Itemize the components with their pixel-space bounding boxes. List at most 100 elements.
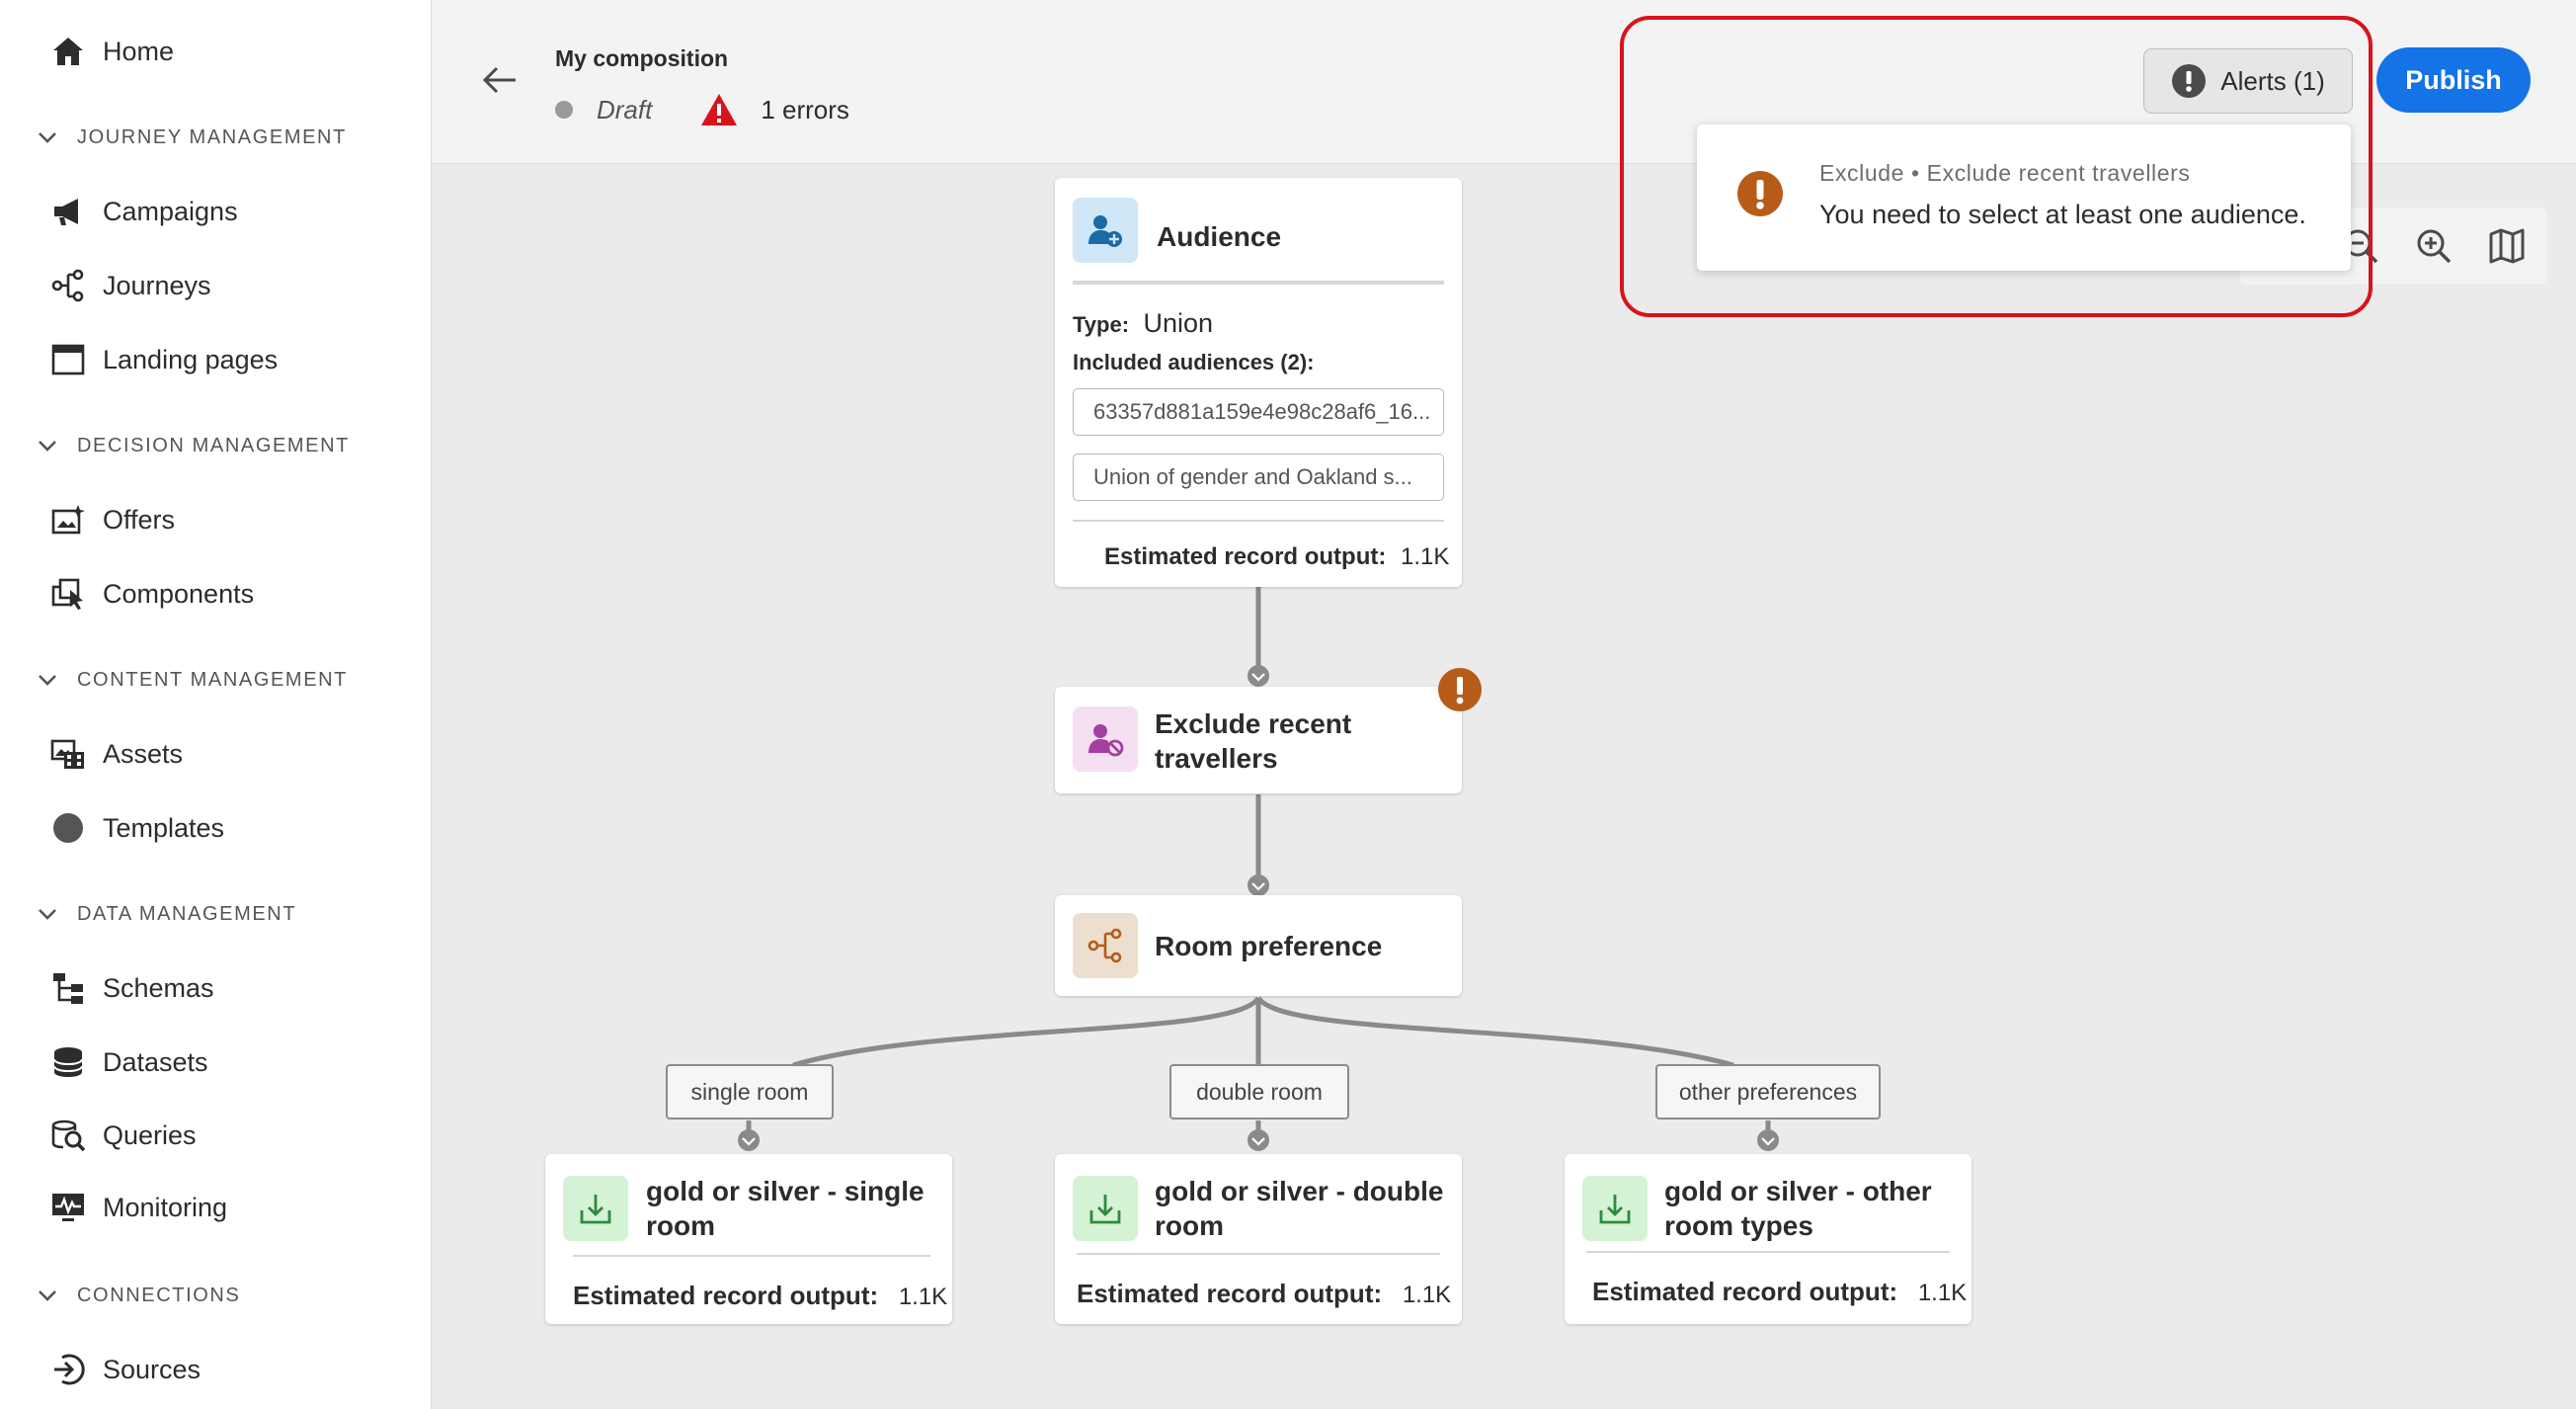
back-button[interactable] <box>477 57 523 103</box>
section-connections[interactable]: CONNECTIONS <box>36 1276 240 1315</box>
query-icon <box>49 1117 87 1154</box>
home-icon <box>49 33 87 70</box>
exclude-node[interactable]: Exclude recent travellers <box>1055 687 1462 793</box>
section-content-management[interactable]: CONTENT MANAGEMENT <box>36 660 348 700</box>
est-label: Estimated record output: <box>1592 1277 1898 1306</box>
split-node[interactable]: Room preference <box>1055 895 1462 996</box>
alerts-popover: Exclude • Exclude recent travellers You … <box>1697 124 2351 271</box>
est-label: Estimated record output: <box>1077 1279 1383 1308</box>
sidebar-item-label: Schemas <box>103 972 214 1003</box>
sidebar-item-campaigns[interactable]: Campaigns <box>49 184 238 239</box>
estimated-record-output: Estimated record output: 1.1K <box>573 1281 947 1311</box>
section-label: DATA MANAGEMENT <box>77 902 297 925</box>
page-title: My composition <box>555 45 729 71</box>
divider <box>1073 520 1444 522</box>
edge-label-other-preferences[interactable]: other preferences <box>1655 1064 1881 1119</box>
sidebar-item-schemas[interactable]: Schemas <box>49 960 214 1016</box>
edge-label-single-room[interactable]: single room <box>666 1064 834 1119</box>
status-badge: Draft <box>597 94 653 124</box>
save-node-other-room-types[interactable]: gold or silver - other room types Estima… <box>1565 1154 1972 1324</box>
warning-circle-icon <box>1737 171 1783 216</box>
save-node-double-room[interactable]: gold or silver - double room Estimated r… <box>1055 1154 1462 1324</box>
sidebar-item-components[interactable]: Components <box>49 566 254 622</box>
save-node-single-room[interactable]: gold or silver - single room Estimated r… <box>545 1154 952 1324</box>
section-label: DECISION MANAGEMENT <box>77 434 350 456</box>
sidebar-item-sources[interactable]: Sources <box>49 1342 201 1397</box>
split-icon <box>1073 913 1138 978</box>
sidebar-item-label: Datasets <box>103 1046 208 1077</box>
divider <box>573 1255 930 1257</box>
sidebar-item-monitoring[interactable]: Monitoring <box>49 1180 227 1235</box>
save-icon <box>1073 1176 1138 1241</box>
sidebar-item-label: Offers <box>103 504 176 535</box>
type-label: Type: <box>1073 312 1130 337</box>
zoom-in-icon <box>2417 229 2452 264</box>
est-label: Estimated record output: <box>1104 543 1387 570</box>
section-label: JOURNEY MANAGEMENT <box>77 125 347 148</box>
chevron-down-icon <box>39 441 56 452</box>
error-count[interactable]: 1 errors <box>761 94 849 124</box>
alert-message: You need to select at least one audience… <box>1819 200 2306 229</box>
sidebar-item-label: Queries <box>103 1119 197 1150</box>
exclude-icon <box>1073 706 1138 772</box>
publish-button[interactable]: Publish <box>2376 47 2531 113</box>
alert-circle-icon <box>2172 64 2207 98</box>
templates-icon <box>49 809 87 847</box>
sidebar-item-home[interactable]: Home <box>49 24 174 79</box>
arrow-left-icon <box>482 66 516 94</box>
alerts-button[interactable]: Alerts (1) <box>2143 48 2353 114</box>
alert-triangle-icon <box>701 94 738 125</box>
megaphone-icon <box>49 193 87 230</box>
alert-source-path[interactable]: Exclude • Exclude recent travellers <box>1819 160 2191 186</box>
chevron-down-icon <box>39 675 56 686</box>
sidebar-item-offers[interactable]: Offers <box>49 492 175 547</box>
type-value: Union <box>1143 308 1214 338</box>
database-icon <box>49 1043 87 1081</box>
map-icon <box>2489 228 2525 264</box>
sidebar-item-label: Components <box>103 578 255 609</box>
sidebar-item-queries[interactable]: Queries <box>49 1108 197 1163</box>
sidebar-item-landing-pages[interactable]: Landing pages <box>49 332 278 387</box>
node-title: Room preference <box>1155 931 1383 961</box>
node-title: gold or silver - double room <box>1155 1176 1444 1241</box>
status-row: Draft 1 errors <box>555 89 849 130</box>
included-audience-1[interactable]: 63357d881a159e4e98c28af6_16... <box>1073 388 1444 436</box>
node-title: gold or silver - other room types <box>1664 1176 1932 1241</box>
est-value: 1.1K <box>1401 543 1450 570</box>
estimated-record-output: Estimated record output: 1.1K <box>1077 1279 1451 1309</box>
audience-node[interactable]: Audience Type: Union Included audiences … <box>1055 178 1462 587</box>
save-icon <box>1582 1176 1648 1241</box>
included-audience-2[interactable]: Union of gender and Oakland s... <box>1073 454 1444 501</box>
sidebar-item-label: Journeys <box>103 270 211 300</box>
zoom-in-button[interactable] <box>2410 222 2457 270</box>
sidebar-item-assets[interactable]: Assets <box>49 726 183 782</box>
audience-icon <box>1073 198 1138 263</box>
section-journey-management[interactable]: JOURNEY MANAGEMENT <box>36 118 347 157</box>
sidebar-item-datasets[interactable]: Datasets <box>49 1035 208 1090</box>
minimap-button[interactable] <box>2483 222 2531 270</box>
landing-page-icon <box>49 341 87 378</box>
section-decision-management[interactable]: DECISION MANAGEMENT <box>36 426 350 465</box>
sidebar-item-templates[interactable]: Templates <box>49 800 224 856</box>
sidebar-item-label: Templates <box>103 812 225 843</box>
warning-badge-icon[interactable] <box>1437 667 1483 712</box>
monitoring-icon <box>49 1189 87 1226</box>
section-data-management[interactable]: DATA MANAGEMENT <box>36 894 296 934</box>
edge-label-double-room[interactable]: double room <box>1169 1064 1349 1119</box>
included-audiences-label: Included audiences (2): <box>1073 350 1315 374</box>
estimated-record-output: Estimated record output: 1.1K <box>1592 1277 1967 1307</box>
sidebar-item-label: Sources <box>103 1354 201 1384</box>
est-value: 1.1K <box>898 1284 948 1310</box>
audience-type: Type: Union <box>1073 308 1213 339</box>
sidebar-item-journeys[interactable]: Journeys <box>49 258 211 313</box>
est-value: 1.1K <box>1402 1282 1452 1308</box>
divider <box>1073 281 1444 285</box>
sidebar-item-label: Landing pages <box>103 344 279 374</box>
schema-icon <box>49 969 87 1007</box>
assets-icon <box>49 735 87 773</box>
chevron-down-icon <box>39 1290 56 1301</box>
journey-icon <box>49 267 87 304</box>
section-label: CONNECTIONS <box>77 1284 241 1306</box>
estimated-record-output: Estimated record output: 1.1K <box>1104 543 1449 571</box>
node-title: Exclude recent travellers <box>1155 708 1352 774</box>
